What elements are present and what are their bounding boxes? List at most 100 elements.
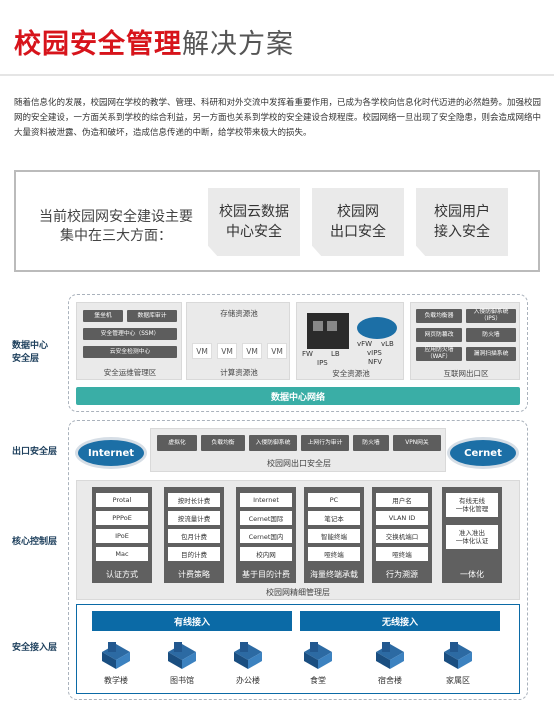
core-item: 哑终端: [376, 547, 428, 561]
exit-chip-waf: 应用防火墙（WAF）: [416, 347, 462, 361]
sec-vips: vIPS: [367, 349, 382, 357]
exit-chip-scan: 漏洞扫描系统: [466, 347, 516, 361]
exit-chip-firewall: 防火墙: [353, 435, 389, 451]
vm-chip-2: VM: [217, 343, 237, 359]
core-col-title: 行为溯源: [386, 570, 418, 579]
exit-chip-ips2: 入侵防御系统: [249, 435, 297, 451]
core-item: VLAN ID: [376, 511, 428, 525]
core-item: Protal: [96, 493, 148, 507]
intro-paragraph: 随着信息化的发展，校园网在学校的教学、管理、科研和对外交流中发挥着重要作用，已成…: [14, 98, 542, 138]
core-col-title: 海量终端承载: [310, 570, 358, 579]
building-label: 宿舍楼: [378, 676, 402, 685]
building-icon: [100, 640, 132, 670]
building-label: 办公楼: [236, 676, 260, 685]
core-col-title: 计费策略: [178, 570, 210, 579]
core-col-auth: Protal PPPoE IPoE Mac 认证方式: [92, 487, 152, 583]
core-item: Cernet国际: [240, 511, 292, 525]
core-item: 笔记本: [308, 511, 360, 525]
cernet-cloud: Cernet: [450, 440, 516, 466]
exit-chip-virt: 虚拟化: [157, 435, 197, 451]
core-col-unified: 有线无线 一体化管理 准入准出 一体化认证 一体化: [442, 487, 502, 583]
page-title: 校园安全管理解决方案: [14, 22, 294, 61]
core-col-trace: 用户名 VLAN ID 交换机端口 哑终端 行为溯源: [372, 487, 432, 583]
core-item: 校内网: [240, 547, 292, 561]
exit-chip-vpn: VPN网关: [393, 435, 441, 451]
focus-item-exit: 校园网 出口安全: [312, 188, 404, 256]
ops-chip-bastion: 堡垒机: [83, 310, 123, 322]
sec-fw: FW: [302, 350, 313, 358]
sec-lb: LB: [331, 350, 340, 358]
building-label: 家属区: [446, 676, 470, 685]
security-panel: FW LB IPS vFW vLB vIPS NFV 安全资源池: [296, 302, 404, 380]
ops-panel: 堡垒机 数据库审计 安全管理中心（SSM） 云安全检测中心 安全运维管理区: [76, 302, 182, 380]
core-item: Mac: [96, 547, 148, 561]
building-icon: [374, 640, 406, 670]
layer-label-core: 核心控制层: [12, 537, 58, 547]
building-icon: [166, 640, 198, 670]
security-title: 安全资源池: [332, 369, 370, 378]
focus-item-access: 校园用户 接入安全: [416, 188, 508, 256]
core-item: 交换机端口: [376, 529, 428, 543]
sec-ips: IPS: [317, 359, 328, 367]
vm-chip-3: VM: [242, 343, 262, 359]
exit-chip-loadbal: 负载均衡: [201, 435, 245, 451]
building-label: 教学楼: [104, 676, 128, 685]
focus-item-dc: 校园云数据 中心安全: [208, 188, 300, 256]
exit-title: 校园网出口安全层: [267, 459, 331, 468]
building-icon: [302, 640, 334, 670]
core-col-title: 基于目的计费: [242, 570, 290, 579]
internet-exit-panel: 负载均衡器 入侵防御系统（IPS） 网页防篡改 防火墙 应用防火墙（WAF） 漏…: [410, 302, 520, 380]
core-col-title: 一体化: [460, 570, 484, 579]
core-item: 目的计费: [168, 547, 220, 561]
exit-chip-ips: 入侵防御系统（IPS）: [466, 309, 516, 323]
building-icon: [442, 640, 474, 670]
title-divider: [0, 74, 554, 76]
layer-label-exit: 出口安全层: [12, 447, 58, 457]
core-item: 有线无线 一体化管理: [446, 493, 498, 517]
layer-label-dc: 数据中心 安全层: [12, 341, 49, 364]
core-item: IPoE: [96, 529, 148, 543]
core-title: 校园网精细管理层: [266, 588, 330, 597]
core-col-title: 认证方式: [106, 570, 138, 579]
vm-chip-1: VM: [192, 343, 212, 359]
compute-panel: 存储资源池 VM VM VM VM 计算资源池: [186, 302, 290, 380]
core-item: 包月计费: [168, 529, 220, 543]
exit-panel: 虚拟化 负载均衡 入侵防御系统 上网行为审计 防火墙 VPN网关 校园网出口安全…: [150, 428, 446, 472]
sec-vlb: vLB: [381, 340, 394, 348]
exit-chip-fw: 防火墙: [466, 328, 516, 342]
core-item: 准入准出 一体化认证: [446, 525, 498, 549]
appliance-icon: [307, 313, 349, 349]
sec-nfv: NFV: [368, 358, 383, 366]
internet-cloud: Internet: [78, 440, 144, 466]
focus-lead: 当前校园网安全建设主要集中在三大方面：: [39, 209, 193, 244]
core-col-billing: 按时长计费 按流量计费 包月计费 目的计费 计费策略: [164, 487, 224, 583]
core-item: 智能终端: [308, 529, 360, 543]
layer-label-access: 安全接入层: [12, 643, 58, 653]
building-label: 食堂: [310, 676, 326, 685]
focus-box: 当前校园网安全建设主要集中在三大方面： 校园云数据 中心安全 校园网 出口安全 …: [14, 170, 540, 272]
core-col-purpose: Internet Cernet国际 Cernet国内 校内网 基于目的计费: [236, 487, 296, 583]
building-label: 图书馆: [170, 676, 194, 685]
ops-chip-ssm: 安全管理中心（SSM）: [83, 328, 177, 340]
core-item: Cernet国内: [240, 529, 292, 543]
internet-exit-title: 互联网出口区: [443, 369, 489, 378]
compute-title: 计算资源池: [220, 368, 258, 377]
dc-zone: [68, 294, 528, 412]
ops-chip-dbaudit: 数据库审计: [127, 310, 177, 322]
exit-chip-audit: 上网行为审计: [301, 435, 349, 451]
vm-chip-4: VM: [267, 343, 287, 359]
title-bold: 校园安全管理: [14, 29, 182, 60]
core-item: PPPoE: [96, 511, 148, 525]
core-item: Internet: [240, 493, 292, 507]
core-col-terminals: PC 笔记本 智能终端 哑终端 海量终端承载: [304, 487, 364, 583]
title-rest: 解决方案: [182, 29, 294, 60]
ops-chip-cloudcheck: 云安全检测中心: [83, 346, 177, 358]
exit-chip-tamper: 网页防篡改: [416, 328, 462, 342]
sec-vfw: vFW: [357, 340, 373, 348]
building-icon: [232, 640, 264, 670]
campus-zone: [68, 420, 528, 700]
dc-network-bar: 数据中心网络: [76, 387, 520, 405]
core-item: 按流量计费: [168, 511, 220, 525]
core-item: 用户名: [376, 493, 428, 507]
wireless-access-bar: 无线接入: [300, 611, 500, 631]
